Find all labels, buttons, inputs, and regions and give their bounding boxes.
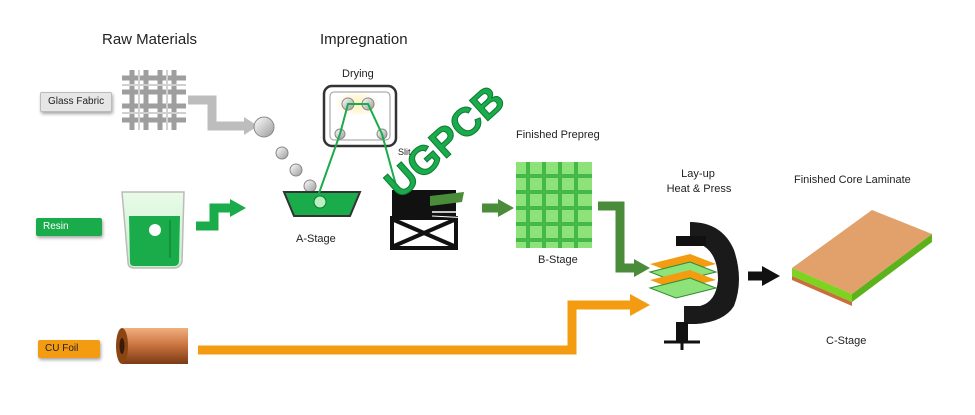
header-raw-materials: Raw Materials xyxy=(102,31,198,48)
tag-cu-foil: CU Foil xyxy=(38,340,100,358)
resin-beaker-icon xyxy=(121,191,185,269)
roller-icon xyxy=(253,116,317,193)
label-slitter: Slit xyxy=(398,147,411,157)
resin-feed-arrow xyxy=(196,203,232,231)
label-c-stage: C-Stage xyxy=(826,335,867,347)
label-layup: Lay-up xyxy=(681,168,715,180)
tag-resin: Resin xyxy=(36,218,102,236)
label-a-stage: A-Stage xyxy=(296,233,336,245)
copper-feed-arrowhead xyxy=(630,294,650,316)
label-heat-press: Heat & Press xyxy=(666,183,732,195)
fabric-feed-arrow xyxy=(188,95,246,131)
tag-glass-fabric: Glass Fabric xyxy=(40,92,113,112)
to-prepreg-arrowhead xyxy=(498,199,514,217)
label-finished-prepreg: Finished Prepreg xyxy=(516,129,600,141)
fabric-feed-arrowhead xyxy=(244,117,258,135)
slitter-machine-icon xyxy=(390,190,471,250)
prepreg-web-path xyxy=(317,103,401,201)
prepreg-to-press-arrowhead xyxy=(634,259,650,277)
label-finished-core: Finished Core Laminate xyxy=(794,174,911,186)
prepreg-to-press-arrow xyxy=(598,201,636,273)
press-to-laminate-arrowhead xyxy=(762,266,780,286)
copper-roll-icon xyxy=(116,328,188,364)
label-drying: Drying xyxy=(342,68,374,80)
copper-feed-arrow xyxy=(198,300,632,355)
label-b-stage: B-Stage xyxy=(538,254,578,266)
dryer-icon xyxy=(322,84,398,148)
laminate-icon xyxy=(792,210,932,306)
resin-feed-arrowhead xyxy=(230,199,246,217)
glass-fabric-icon xyxy=(122,70,186,130)
header-impregnation: Impregnation xyxy=(320,31,408,48)
prepreg-mesh-icon xyxy=(516,162,592,248)
clamp-press-icon xyxy=(648,222,739,350)
resin-bath-icon xyxy=(282,191,362,217)
